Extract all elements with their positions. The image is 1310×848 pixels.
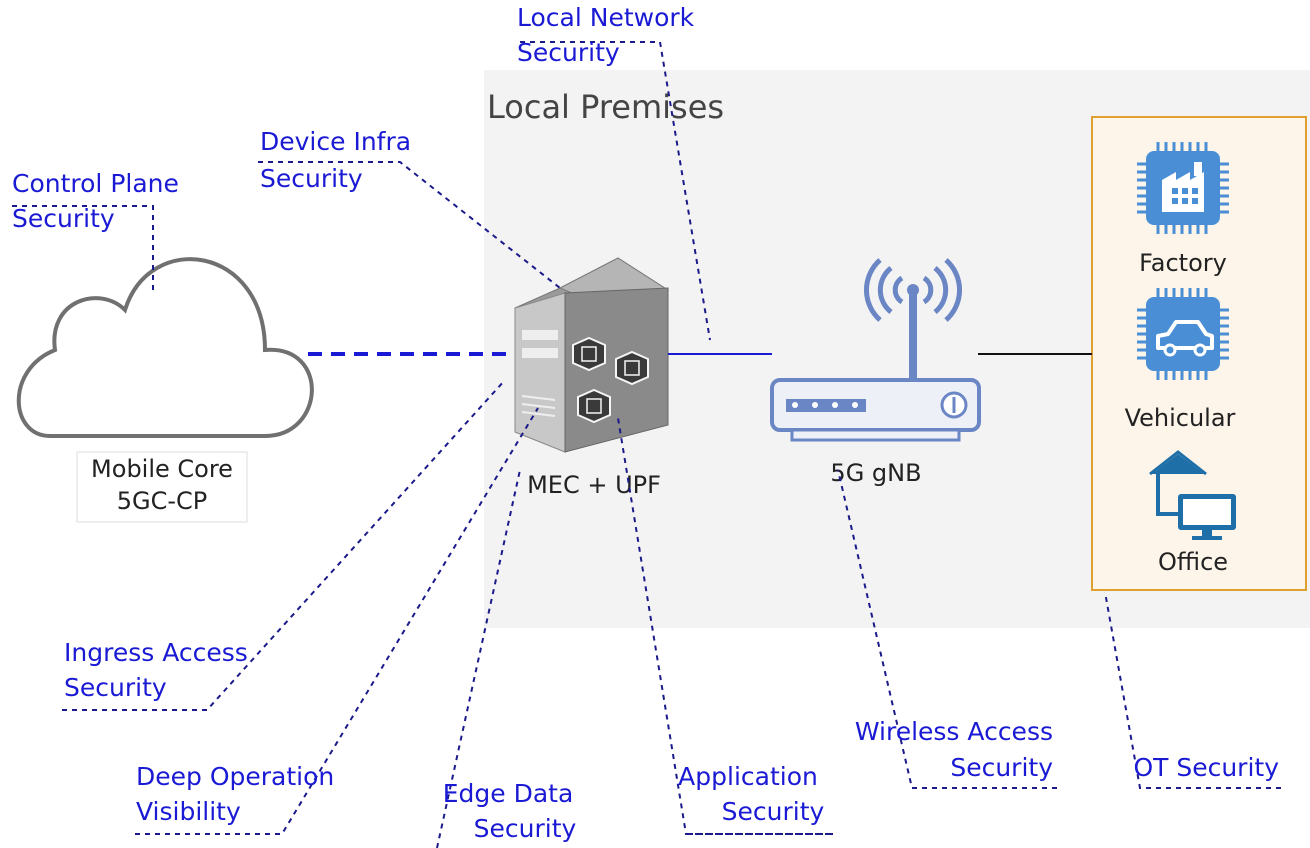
- control-plane-security-label-2: Security: [12, 204, 115, 233]
- wireless-access-security-label: Wireless Access: [855, 717, 1053, 746]
- office-computer-icon: [1149, 450, 1236, 540]
- server-label: MEC + UPF: [527, 471, 661, 499]
- local-premises-title: Local Premises: [487, 88, 724, 126]
- wireless-access-security-label-2: Security: [950, 753, 1053, 782]
- ingress-access-security-label-2: Security: [64, 673, 167, 702]
- device-label-vehicular: Vehicular: [1125, 404, 1236, 432]
- router-label: 5G gNB: [830, 459, 921, 487]
- deep-operation-visibility-label-2: Visibility: [136, 797, 241, 826]
- cloud-icon: [16, 257, 314, 438]
- ingress-access-security-label: Ingress Access: [64, 638, 248, 667]
- mobile-core-sublabel: 5GC-CP: [117, 487, 208, 515]
- deep-operation-visibility-label: Deep Operation: [136, 762, 334, 791]
- factory-chip-icon: [1137, 142, 1229, 234]
- ot-security-label: OT Security: [1133, 753, 1279, 782]
- device-label-factory: Factory: [1139, 249, 1227, 277]
- callout-leaders: [12, 41, 1281, 848]
- edge-data-security-label-2: Security: [474, 814, 577, 843]
- device-infra-security-label: Device Infra: [260, 127, 411, 156]
- local-network-security-label-2: Security: [517, 38, 620, 67]
- application-security-label: Application: [678, 762, 818, 791]
- router-icon: [770, 258, 981, 442]
- control-plane-security-label: Control Plane: [12, 169, 179, 198]
- server-icon: [514, 257, 670, 453]
- mobile-core-label: Mobile Core: [91, 455, 233, 483]
- edge-data-security-label: Edge Data: [443, 779, 574, 808]
- device-infra-security-label-2: Security: [260, 164, 363, 193]
- device-label-office: Office: [1158, 548, 1228, 576]
- mobile-core-label-box: [76, 451, 248, 523]
- local-network-security-label: Local Network: [517, 3, 695, 32]
- application-security-label-2: Security: [722, 797, 825, 826]
- vehicle-chip-icon: [1137, 288, 1229, 380]
